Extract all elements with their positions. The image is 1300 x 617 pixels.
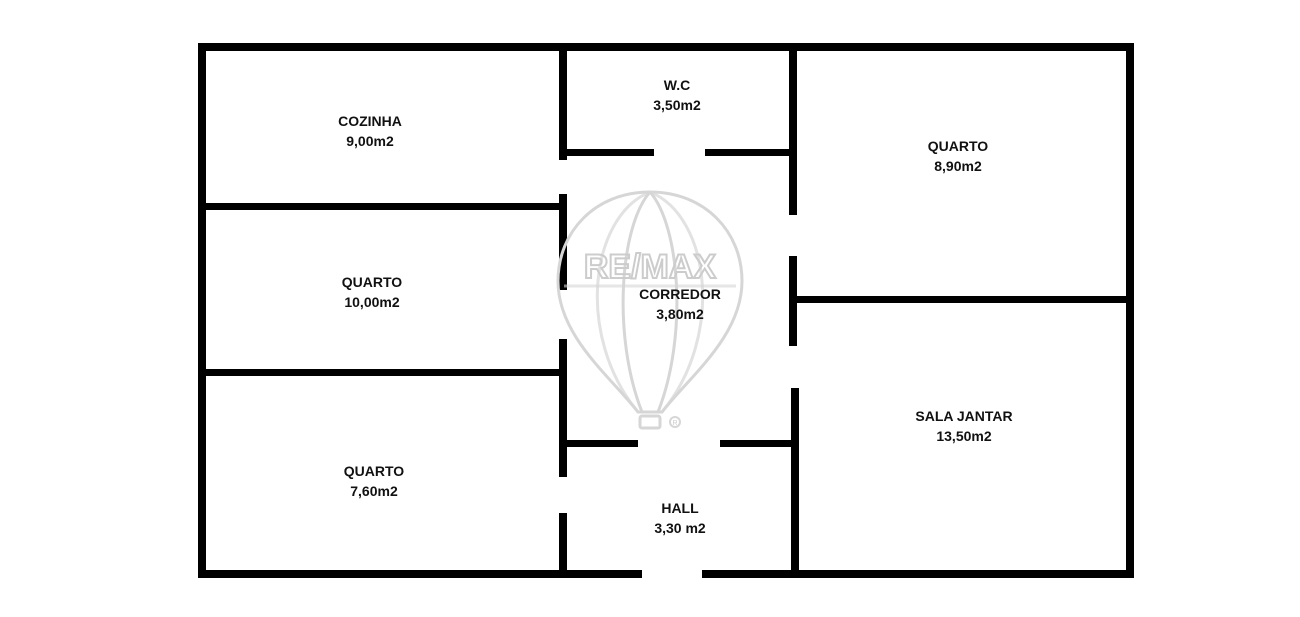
room-quarto-w: QUARTO 10,00m2 — [272, 272, 472, 312]
room-area: 10,00m2 — [344, 294, 400, 310]
watermark-registered-mark: R — [672, 420, 677, 427]
room-area: 13,50m2 — [936, 428, 992, 444]
wall-left-vertical-4 — [559, 513, 567, 573]
room-name: QUARTO — [341, 274, 403, 290]
room-quarto-sw: QUARTO 7,60m2 — [274, 461, 474, 501]
wall-left-vertical-3 — [559, 339, 567, 477]
wall-hall-top-right — [720, 440, 791, 447]
outer-wall-bottom-left — [198, 570, 642, 578]
room-name: QUARTO — [927, 138, 989, 154]
wall-right-vertical-3 — [791, 388, 799, 573]
room-name: CORREDOR — [639, 286, 721, 302]
room-hall: HALL 3,30 m2 — [580, 498, 780, 538]
room-name: SALA JANTAR — [915, 408, 1013, 424]
wall-hall-top-left — [567, 440, 638, 447]
wall-cozinha-quarto — [206, 203, 562, 210]
watermark-brand: RE/MAX — [584, 248, 717, 286]
room-area: 3,80m2 — [656, 306, 704, 322]
room-cozinha: COZINHA 9,00m2 — [270, 111, 470, 151]
room-area: 3,30 m2 — [654, 520, 706, 536]
room-area: 8,90m2 — [934, 158, 982, 174]
wall-wc-bottom-right — [705, 149, 795, 156]
room-sala-jantar: SALA JANTAR 13,50m2 — [864, 406, 1064, 446]
wall-left-vertical-2 — [559, 194, 567, 290]
wall-quarto-quarto — [206, 369, 562, 376]
wall-left-vertical-1 — [559, 51, 567, 160]
room-name: QUARTO — [343, 463, 405, 479]
wall-wc-bottom-left — [567, 149, 654, 156]
wall-right-vertical-2 — [789, 256, 797, 346]
room-name: W.C — [663, 77, 691, 93]
outer-wall-right — [1126, 43, 1134, 578]
room-name: HALL — [661, 500, 699, 516]
wall-quarto-sala — [797, 296, 1126, 303]
room-area: 7,60m2 — [350, 483, 398, 499]
outer-wall-left — [198, 43, 206, 578]
room-corredor: CORREDOR 3,80m2 — [580, 284, 780, 324]
room-wc: W.C 3,50m2 — [577, 75, 777, 115]
wall-right-vertical-1 — [789, 51, 797, 215]
room-quarto-ne: QUARTO 8,90m2 — [858, 136, 1058, 176]
outer-wall-top — [198, 43, 1134, 51]
outer-wall-bottom-right — [702, 570, 1134, 578]
room-name: COZINHA — [338, 113, 402, 129]
room-area: 3,50m2 — [653, 97, 701, 113]
room-area: 9,00m2 — [346, 133, 394, 149]
